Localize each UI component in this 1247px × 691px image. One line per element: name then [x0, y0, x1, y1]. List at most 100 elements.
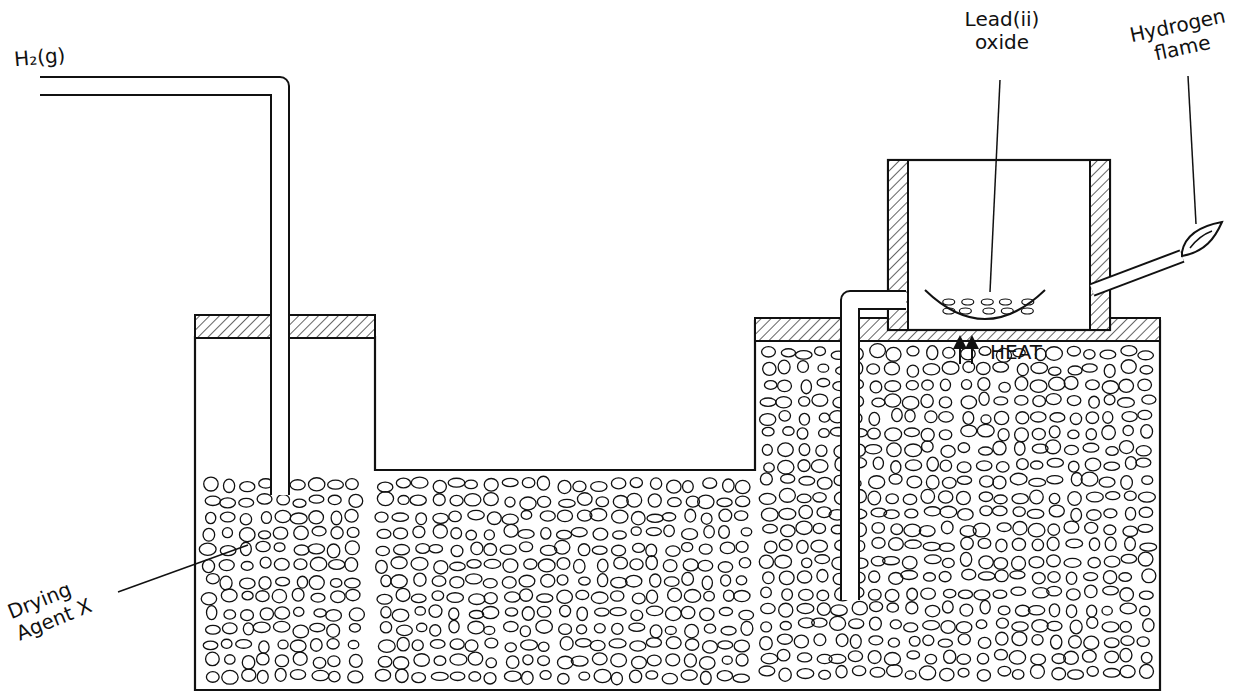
pellet [781, 525, 796, 537]
pellet [666, 654, 680, 666]
pellet [922, 380, 934, 390]
pellet [310, 557, 327, 571]
pellet [904, 524, 921, 537]
pellet [612, 545, 626, 556]
pellet [994, 397, 1008, 405]
pellet [993, 441, 1006, 455]
pellet [921, 588, 936, 599]
pellet [1104, 462, 1120, 470]
pellet [240, 542, 251, 555]
pellet [662, 513, 675, 521]
pellet [538, 642, 549, 651]
pellet [611, 478, 625, 489]
pellet [392, 609, 409, 621]
pellet [1031, 461, 1043, 469]
pellet [522, 478, 535, 488]
pellet [576, 639, 592, 647]
pellet [1122, 412, 1137, 422]
pellet [1068, 670, 1084, 679]
pellet [504, 524, 518, 537]
pellet [378, 656, 392, 667]
pellet [376, 546, 389, 555]
pellet [888, 638, 899, 647]
pellet [466, 530, 477, 540]
pellet [632, 656, 647, 668]
pellet [205, 496, 220, 505]
pellet [761, 603, 776, 613]
pellet [762, 427, 774, 436]
pellet [927, 346, 938, 360]
pellet [629, 623, 645, 631]
pellet [290, 513, 307, 524]
pellet [449, 608, 459, 620]
pellet [942, 601, 953, 613]
pellet [1120, 603, 1136, 614]
pellet [1102, 606, 1112, 615]
pellet [684, 654, 696, 667]
pellet [612, 510, 628, 523]
pellet [831, 605, 848, 616]
pellet [394, 544, 410, 554]
pellet [557, 510, 572, 522]
oxide-grain [943, 308, 955, 314]
pellet [468, 652, 483, 665]
pellet [1012, 538, 1025, 550]
pellet [869, 636, 883, 645]
pellet [962, 569, 976, 580]
oxide-grain [943, 299, 955, 305]
oxide-grain [1022, 299, 1034, 305]
pellet [1009, 651, 1025, 665]
pellet [1012, 632, 1027, 646]
pellet [779, 603, 793, 617]
pellet [1120, 588, 1134, 601]
pellet [521, 640, 538, 650]
pellet [290, 480, 305, 490]
pellet [902, 556, 917, 569]
pellet [1067, 589, 1081, 600]
pellet [891, 461, 901, 474]
pellet [799, 589, 814, 600]
pellet [978, 538, 991, 548]
pellet [960, 552, 971, 566]
pellet [505, 608, 517, 616]
pellet [274, 543, 285, 552]
pellet [293, 499, 306, 507]
pellet [720, 542, 735, 554]
pellet [397, 625, 413, 635]
pellet [925, 605, 939, 616]
pellet [906, 602, 918, 614]
pellet [681, 606, 695, 618]
pellet [1030, 665, 1044, 679]
pellet [484, 626, 495, 634]
pellet [736, 496, 750, 507]
pellet [294, 545, 309, 555]
pellet [433, 494, 445, 506]
pellet [540, 511, 555, 521]
pellet [665, 607, 681, 621]
pellet [1081, 472, 1098, 486]
pellet [1138, 524, 1152, 532]
pellet [413, 526, 425, 538]
pellet [1015, 396, 1028, 405]
pellet [410, 495, 426, 505]
pellet [717, 671, 732, 681]
pellet [958, 443, 970, 453]
pellet [816, 445, 827, 456]
pellet [666, 637, 681, 649]
pellet [277, 495, 290, 505]
pellet [571, 656, 588, 666]
pellet [921, 489, 935, 503]
pellet [940, 668, 954, 680]
pellet [331, 511, 342, 525]
pellet [998, 429, 1009, 441]
pellet [1032, 428, 1045, 439]
pellet [576, 590, 589, 599]
pellet [612, 623, 623, 634]
pellet [1068, 461, 1079, 472]
pellet [242, 591, 253, 600]
pellet [796, 521, 812, 534]
pellet [381, 607, 391, 618]
pellet [221, 589, 237, 602]
pellet [450, 672, 465, 680]
